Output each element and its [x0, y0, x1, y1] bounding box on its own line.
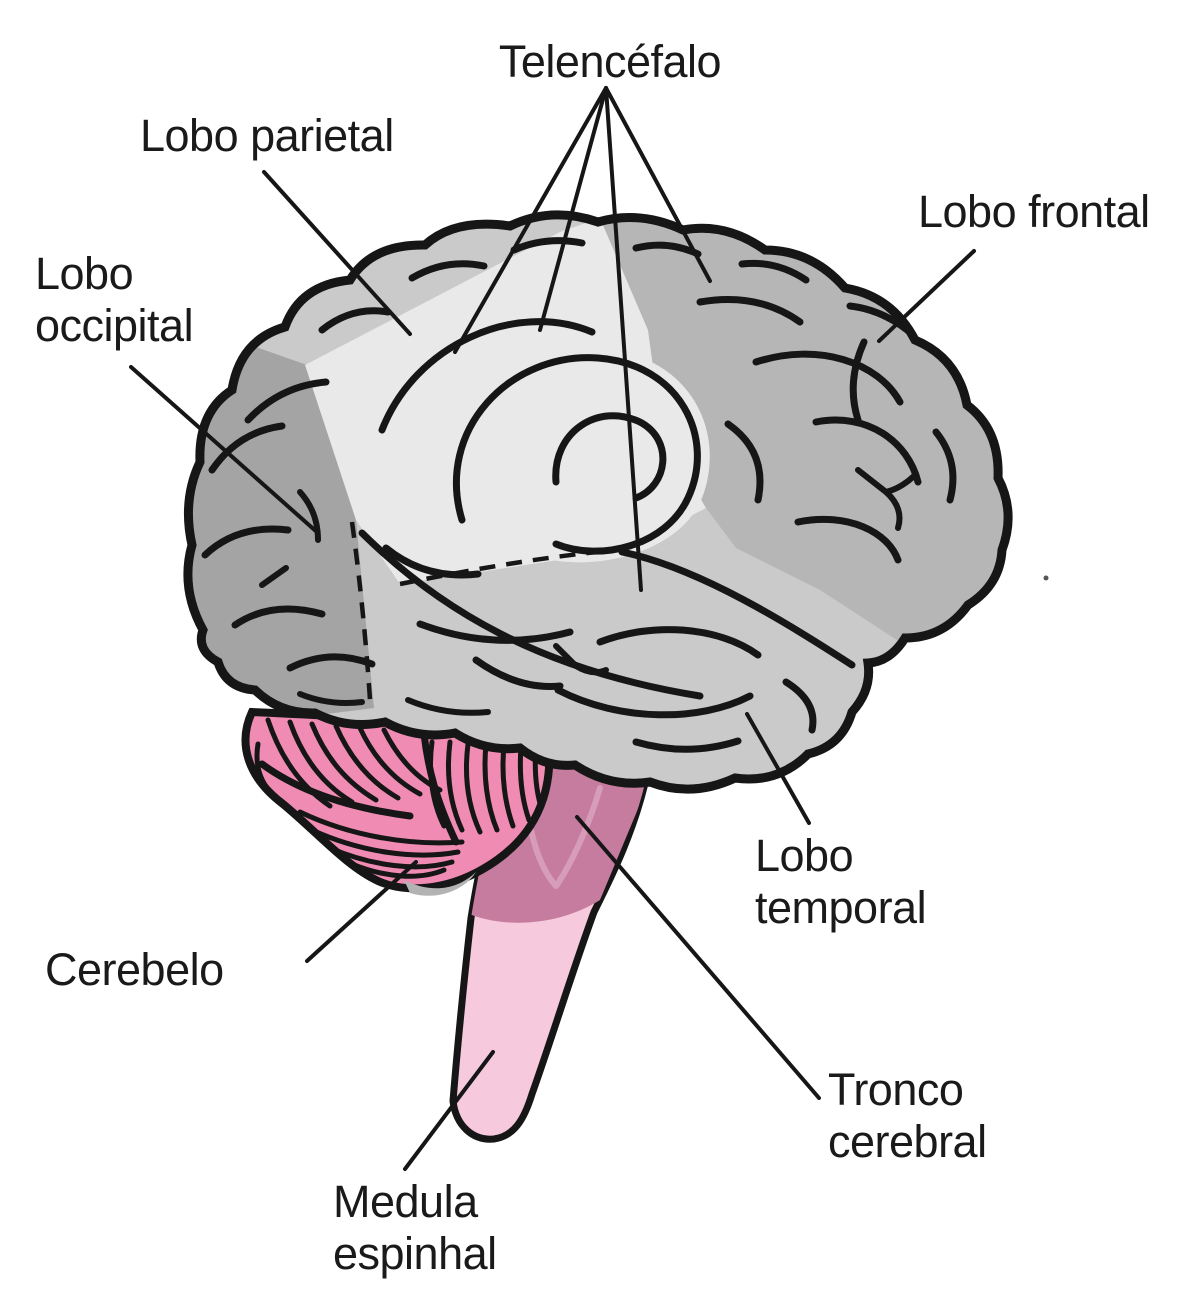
sulcus-line: [696, 296, 804, 326]
sulcus-line: [932, 428, 957, 504]
cerebellum-stripe: [327, 845, 455, 870]
leader-lines: [129, 86, 976, 1171]
cerebellum-stripe: [309, 827, 461, 858]
sulcus-line: [416, 620, 574, 644]
label-tronco-cerebral: Tronco cerebral: [828, 1064, 987, 1168]
cerebrum-outline: [183, 210, 1013, 794]
cerebellum-leader-line: [305, 860, 418, 963]
label-lobo-frontal: Lobo frontal: [918, 186, 1150, 237]
sulcus-line: [244, 378, 330, 424]
sulcus-line: [596, 626, 762, 659]
cerebellum-stripe: [500, 743, 516, 829]
cerebellum: [241, 707, 553, 896]
telencephalon-leader-line-2: [538, 86, 608, 332]
cerebellum-underside-shadow: [404, 872, 476, 896]
sulcus-line: [297, 489, 321, 543]
sulcus-line: [782, 678, 817, 734]
sulcus-line: [849, 338, 868, 424]
brainstem-leader-line: [575, 815, 821, 1100]
cerebellum-stripe: [333, 723, 401, 801]
sulcus-line: [752, 350, 904, 406]
sulcus-line: [738, 259, 810, 284]
cerebellum-lobe-divider: [258, 760, 414, 820]
sulcus-line: [405, 697, 491, 716]
cerebellum-lobe-divider: [420, 730, 460, 846]
gyri-sulci: [201, 237, 957, 753]
cerebrum: [183, 210, 1013, 794]
sulcus-line: [812, 416, 922, 486]
stray-dot: [1043, 575, 1049, 581]
occipital-leader-line: [129, 365, 320, 535]
cerebellum-stripe: [309, 721, 379, 803]
sulcus-line: [794, 515, 902, 564]
label-cerebelo: Cerebelo: [45, 944, 224, 995]
label-lobo-temporal: Lobo temporal: [755, 830, 927, 934]
sulcus-line: [231, 605, 326, 629]
label-lobo-occipital: Lobo occipital: [35, 248, 194, 352]
cerebellum-stripe: [446, 739, 465, 833]
spinal-cord-leader-line: [403, 1050, 495, 1171]
temporal-leader-line: [745, 712, 811, 825]
cerebellum-striations: [254, 717, 545, 879]
sulcus-line: [453, 354, 701, 555]
telencephalon-leader-line-4: [604, 86, 712, 283]
sulcus-line: [472, 656, 564, 690]
sulcus-line: [201, 525, 292, 559]
sulcus-line: [554, 686, 754, 719]
sulcus-line: [259, 565, 289, 588]
label-medula-espinhal: Medula espinhal: [333, 1176, 497, 1280]
cerebellum-stripe: [297, 809, 465, 846]
cerebellum-stripe: [287, 719, 355, 805]
sulcus-line: [382, 544, 482, 579]
cerebellum-stripe: [357, 725, 423, 797]
sulcus-line: [318, 307, 392, 334]
central-gyrus-highlight: [457, 347, 710, 563]
sulcus-line: [855, 467, 919, 531]
temporal-boundary-dashed: [399, 546, 629, 587]
cerebellum-stripe: [265, 717, 333, 809]
sulcus-line: [286, 653, 376, 672]
sulcus-line: [297, 691, 365, 706]
occipital-boundary-dashed: [349, 521, 373, 701]
sulcus-line: [378, 318, 596, 434]
sulcus-line: [552, 412, 667, 502]
telencephalon-leader-line-1: [453, 86, 608, 354]
parietal-leader-line: [262, 170, 412, 336]
cerebellum-stripe: [482, 741, 500, 833]
sulcus-line: [632, 737, 742, 753]
cerebellum-stripe: [254, 741, 283, 803]
telencephalon-leader-line-3: [604, 86, 643, 592]
sulcus-line: [358, 529, 704, 700]
label-telencefalo: Telencéfalo: [498, 36, 722, 87]
frontal-leader-line: [877, 249, 976, 343]
cerebellum-stripe: [464, 741, 483, 835]
sulcus-line: [553, 643, 609, 676]
sulcus-line: [618, 548, 856, 669]
sulcus-line: [408, 260, 488, 282]
sulcus-line: [510, 237, 586, 254]
sulcus-line: [724, 420, 764, 504]
sulcus-line: [208, 422, 286, 474]
label-lobo-parietal: Lobo parietal: [140, 110, 394, 161]
